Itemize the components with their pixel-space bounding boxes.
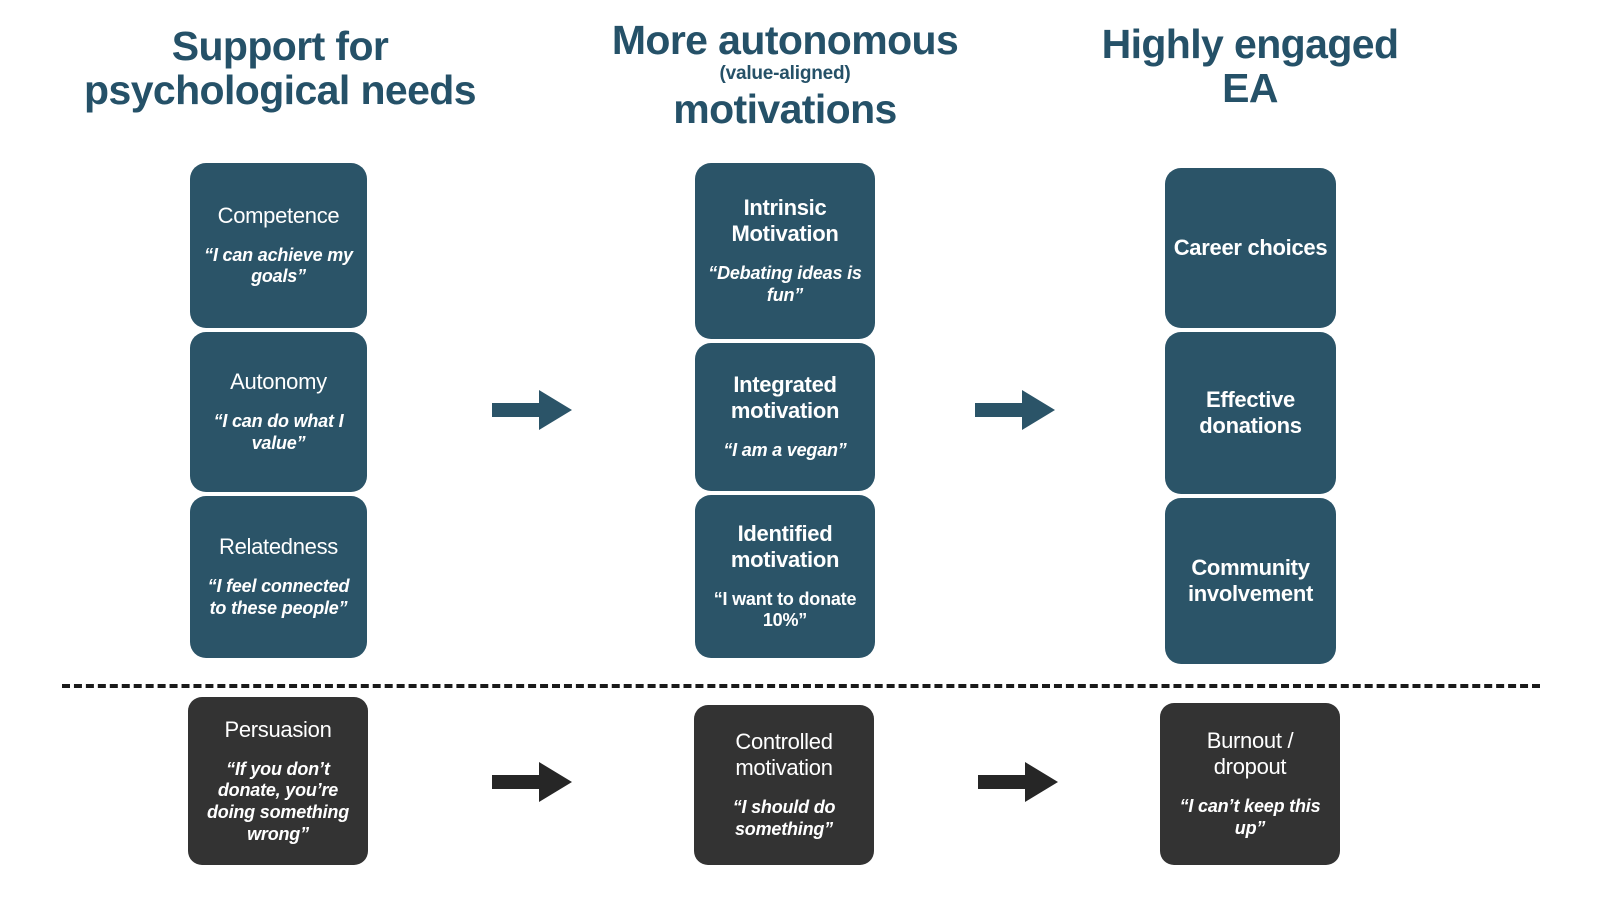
box-quote: “I can achieve my goals” xyxy=(204,244,353,287)
column-psychological-needs: Competence “I can achieve my goals” Auto… xyxy=(190,163,367,658)
arrow-right-icon-top-right xyxy=(975,390,1055,430)
arrow-right-icon-bottom-left xyxy=(492,762,572,802)
heading-left-line1: Support for xyxy=(171,23,389,69)
heading-middle-line1: More autonomous xyxy=(611,17,959,63)
box-quote: “I can’t keep this up” xyxy=(1179,796,1321,838)
box-quote: “I can do what I value” xyxy=(213,411,344,453)
box-autonomy[interactable]: Autonomy “I can do what I value” xyxy=(190,332,367,492)
box-effective-donations[interactable]: Effective donations xyxy=(1165,332,1336,494)
box-quote: “I want to donate 10%” xyxy=(713,588,857,631)
box-integrated-motivation[interactable]: Integrated motivation “I am a vegan” xyxy=(695,343,875,491)
box-title: Controlled motivation xyxy=(735,729,833,781)
arrow-right-icon-top-left xyxy=(492,390,572,430)
heading-right-line2: EA xyxy=(1222,65,1278,112)
column-highly-engaged-ea: Career choices Effective donations Commu… xyxy=(1165,168,1336,664)
box-quote: “I am a vegan” xyxy=(723,440,847,461)
box-intrinsic-motivation[interactable]: Intrinsic Motivation “Debating ideas is … xyxy=(695,163,875,339)
column-heading-middle: More autonomous (value-aligned) motivati… xyxy=(570,17,1000,132)
box-title: Relatedness xyxy=(219,534,338,560)
box-title: Identified motivation xyxy=(730,520,840,572)
box-quote: “Debating ideas is fun” xyxy=(708,263,862,305)
box-title: Persuasion xyxy=(224,716,332,742)
box-persuasion[interactable]: Persuasion “If you don’t donate, you’re … xyxy=(188,697,368,865)
box-controlled-motivation[interactable]: Controlled motivation “I should do somet… xyxy=(694,705,874,865)
box-title: Community involvement xyxy=(1187,555,1314,606)
heading-middle-line3: motivations xyxy=(673,85,897,132)
box-quote: “I should do something” xyxy=(732,797,836,839)
box-title: Integrated motivation xyxy=(730,372,840,424)
arrow-right-icon-bottom-right xyxy=(978,762,1058,802)
box-identified-motivation[interactable]: Identified motivation “I want to donate … xyxy=(695,495,875,658)
box-title: Intrinsic Motivation xyxy=(731,195,839,247)
box-quote: “If you don’t donate, you’re doing somet… xyxy=(207,758,349,844)
box-title: Autonomy xyxy=(230,369,327,395)
box-career-choices[interactable]: Career choices xyxy=(1165,168,1336,328)
box-title: Effective donations xyxy=(1199,387,1302,438)
heading-left-line2: psychological needs xyxy=(84,67,477,114)
column-heading-right: Highly engaged EA xyxy=(1055,22,1445,111)
box-title: Burnout / dropout xyxy=(1206,728,1294,780)
box-competence[interactable]: Competence “I can achieve my goals” xyxy=(190,163,367,328)
box-title: Career choices xyxy=(1173,235,1328,261)
heading-middle-line2: (value-aligned) xyxy=(719,63,851,85)
heading-right-line1: Highly engaged xyxy=(1101,21,1399,67)
column-autonomous-motivations: Intrinsic Motivation “Debating ideas is … xyxy=(695,163,875,658)
box-relatedness[interactable]: Relatedness “I feel connected to these p… xyxy=(190,496,367,658)
column-heading-left: Support for psychological needs xyxy=(40,24,520,113)
box-burnout-dropout[interactable]: Burnout / dropout “I can’t keep this up” xyxy=(1160,703,1340,865)
box-community-involvement[interactable]: Community involvement xyxy=(1165,498,1336,664)
box-title: Competence xyxy=(217,202,340,228)
box-quote: “I feel connected to these people” xyxy=(207,576,350,618)
separator-dashed-line xyxy=(62,684,1540,688)
